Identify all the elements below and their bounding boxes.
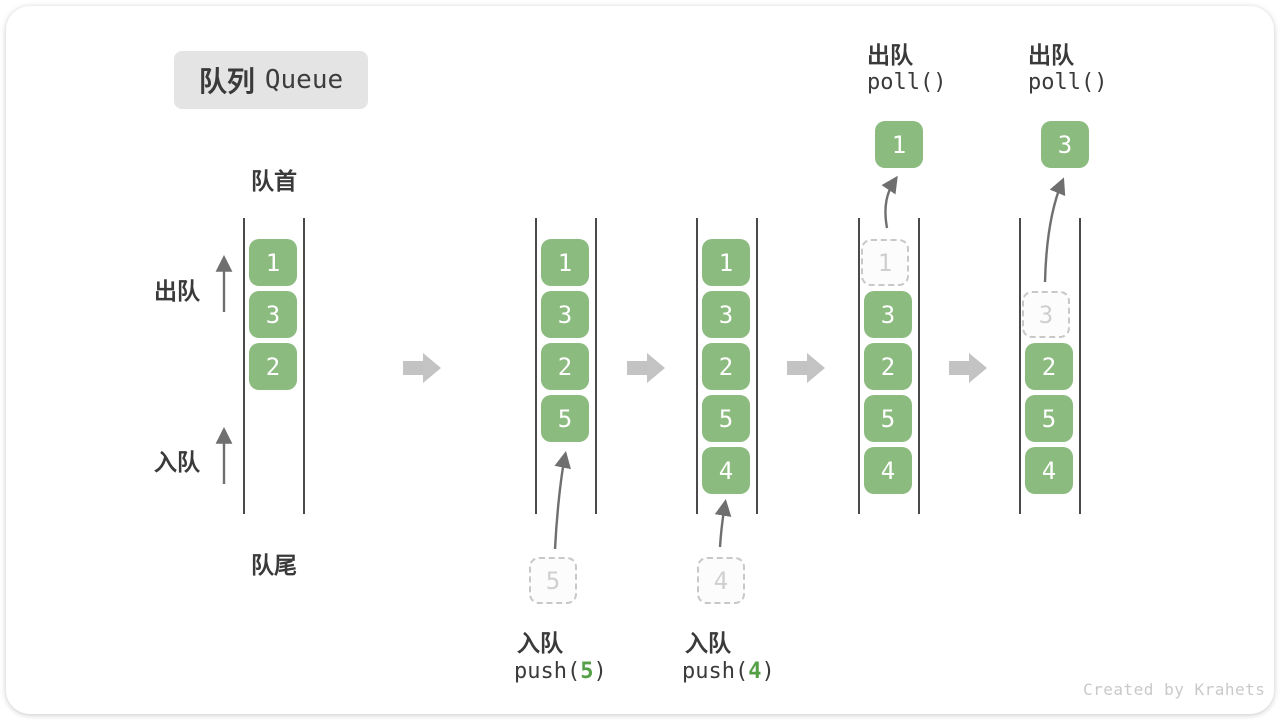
curved-arrow-icon bbox=[1043, 177, 1066, 283]
queue-item-box: 2 bbox=[702, 343, 750, 390]
enqueue-annotation-label: 入队 bbox=[517, 630, 563, 656]
queue-wall bbox=[756, 218, 758, 514]
queue-item-box: 1 bbox=[702, 239, 750, 286]
queue-item-box: 5 bbox=[541, 395, 589, 442]
incoming-dashed-box: 4 bbox=[697, 557, 745, 604]
watermark: Created by Krahets bbox=[1083, 680, 1266, 699]
curved-arrow-icon bbox=[714, 499, 732, 548]
curved-arrow-icon bbox=[553, 451, 571, 550]
enqueue-annotation-code: push(4) bbox=[682, 659, 775, 684]
queue-item-box: 2 bbox=[249, 343, 297, 390]
queue-item-box: 4 bbox=[702, 447, 750, 494]
queue-item-box: 1 bbox=[541, 239, 589, 286]
code-text: push( bbox=[682, 659, 749, 684]
title-zh: 队列 bbox=[198, 66, 255, 97]
queue-wall bbox=[303, 218, 305, 514]
arrow-right-icon bbox=[403, 353, 441, 383]
front-label: 队首 bbox=[251, 168, 297, 194]
queue-item-box: 4 bbox=[1025, 447, 1073, 494]
code-arg: 4 bbox=[748, 659, 762, 684]
queue-item-box: 5 bbox=[702, 395, 750, 442]
queue-wall bbox=[1019, 218, 1021, 514]
queue-item-box: 3 bbox=[541, 291, 589, 338]
floating-item-box: 3 bbox=[1041, 121, 1089, 168]
dequeue-annotation-label: 出队 bbox=[867, 42, 913, 68]
polled-dashed-slot: 1 bbox=[861, 239, 909, 286]
dequeue-annotation-code: poll() bbox=[867, 70, 947, 95]
queue-item-box: 3 bbox=[249, 291, 297, 338]
arrow-right-icon bbox=[787, 353, 825, 383]
queue-wall bbox=[595, 218, 597, 514]
queue-wall bbox=[918, 218, 920, 514]
enqueue-annotation-label: 入队 bbox=[685, 630, 731, 656]
queue-item-box: 5 bbox=[864, 395, 912, 442]
queue-item-box: 3 bbox=[864, 291, 912, 338]
queue-item-box: 1 bbox=[249, 239, 297, 286]
queue-item-box: 2 bbox=[864, 343, 912, 390]
enqueue-annotation-code: push(5) bbox=[514, 659, 607, 684]
dequeue-label: 出队 bbox=[154, 278, 200, 304]
queue-wall bbox=[535, 218, 537, 514]
dequeue-annotation-label: 出队 bbox=[1028, 42, 1074, 68]
code-text: ) bbox=[761, 659, 775, 684]
code-arg: 5 bbox=[580, 659, 594, 684]
code-text: push( bbox=[514, 659, 581, 684]
arrow-right-icon bbox=[627, 353, 665, 383]
queue-item-box: 2 bbox=[541, 343, 589, 390]
title-badge: 队列 Queue bbox=[174, 51, 368, 109]
dequeue-annotation-code: poll() bbox=[1028, 70, 1108, 95]
queue-wall bbox=[696, 218, 698, 514]
title-en: Queue bbox=[264, 65, 344, 95]
queue-item-box: 2 bbox=[1025, 343, 1073, 390]
queue-wall bbox=[243, 218, 245, 514]
code-text: ) bbox=[593, 659, 607, 684]
floating-item-box: 1 bbox=[875, 121, 923, 168]
polled-dashed-slot: 3 bbox=[1022, 291, 1070, 338]
enqueue-label: 入队 bbox=[154, 449, 200, 475]
arrow-right-icon bbox=[949, 353, 987, 383]
rear-label: 队尾 bbox=[251, 552, 297, 578]
queue-wall bbox=[858, 218, 860, 514]
queue-wall bbox=[1079, 218, 1081, 514]
queue-item-box: 3 bbox=[702, 291, 750, 338]
queue-item-box: 5 bbox=[1025, 395, 1073, 442]
curved-arrow-icon bbox=[881, 175, 898, 229]
incoming-dashed-box: 5 bbox=[529, 557, 577, 604]
queue-item-box: 4 bbox=[864, 447, 912, 494]
diagram-card: 队列 Queue 队首 队尾 出队 入队 1 3 2 1 3 2 5 5 入队 … bbox=[6, 6, 1274, 714]
